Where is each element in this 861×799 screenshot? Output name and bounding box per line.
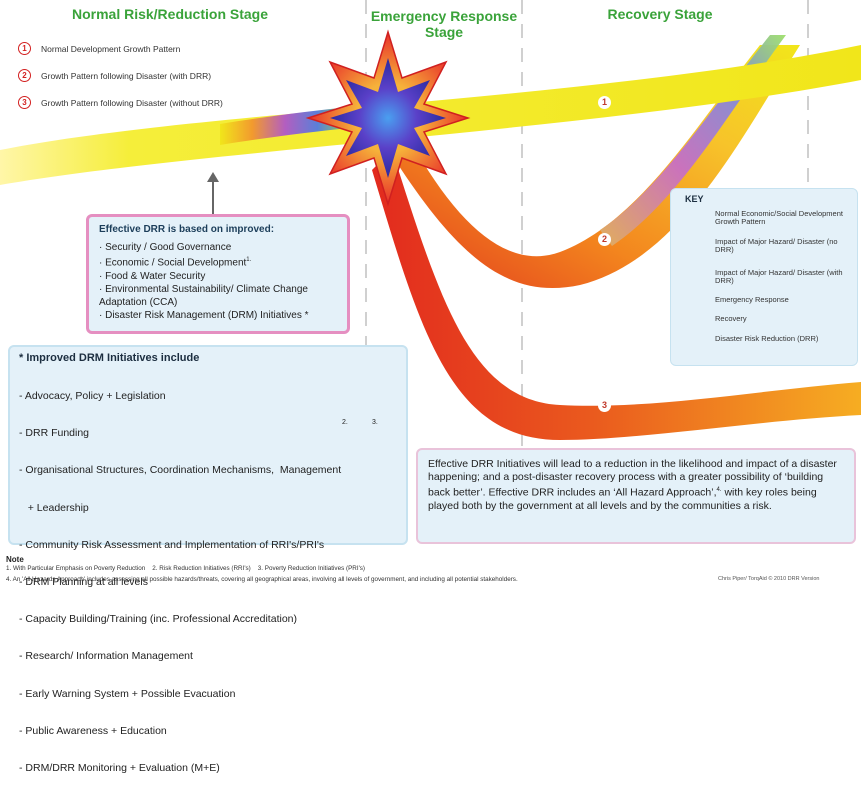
key-legend-box: KEY Normal Economic/Social Development G… [670, 188, 858, 366]
drm-item: - Capacity Building/Training (inc. Profe… [19, 613, 297, 626]
pattern-number-badge: 3 [18, 96, 31, 109]
pattern-number-badge: 2 [18, 69, 31, 82]
key-title: KEY [685, 194, 704, 204]
improvement-arrowhead [207, 172, 219, 182]
drm-item: - Advocacy, Policy + Legislation [19, 390, 166, 402]
drm-initiatives-box: * Improved DRM Initiatives include - Adv… [8, 345, 408, 774]
key-label-star-drr: Impact of Major Hazard/ Disaster (with D… [715, 268, 843, 285]
summary-box: Effective DRR Initiatives will lead to a… [416, 448, 856, 544]
effective-drr-list: · Security / Good Governance · Economic … [99, 241, 337, 323]
disaster-star-inner [330, 58, 446, 178]
stage-title-normal: Normal Risk/Reduction Stage [71, 6, 269, 22]
drm-item: - Early Warning System + Possible Evacua… [19, 687, 236, 700]
pattern-number-badge: 1 [18, 42, 31, 55]
drm-item: - DRM/DRR Monitoring + Evaluation (M+E) [19, 762, 220, 775]
stage-title-recovery: Recovery Stage [607, 6, 713, 22]
credit-line: Chris Piper/ TorqAid © 2010 DRR Version [718, 576, 820, 582]
key-label-normal-growth: Normal Economic/Social Development Growt… [715, 209, 843, 226]
summary-text-part1: Effective DRR Initiatives will lead to a… [428, 458, 837, 499]
footnote-marker-rri: 2. [342, 419, 348, 426]
drm-item: - Community Risk Assessment and Implemen… [19, 538, 325, 551]
path-marker-3: 3 [598, 399, 611, 412]
key-label-recovery: Recovery [715, 314, 747, 323]
stage-title-emergency: Emergency Response Stage [370, 8, 518, 40]
pattern-label: Growth Pattern following Disaster (with … [41, 70, 212, 81]
growth-path-3-without-drr [372, 150, 861, 440]
notes-heading: Note [6, 555, 24, 564]
drm-item: - Public Awareness + Education [19, 724, 167, 737]
drm-item: + Leadership [19, 501, 89, 514]
effective-drr-box: Effective DRR is based on improved: · Se… [86, 214, 350, 334]
key-label-emergency: Emergency Response [715, 295, 789, 304]
path-marker-2: 2 [598, 233, 611, 246]
path-marker-1: 1 [598, 96, 611, 109]
effective-drr-item: · Economic / Social Development1. [99, 257, 252, 269]
drm-initiatives-title: * Improved DRM Initiatives include [19, 352, 200, 364]
effective-drr-item: · Food & Water Security [99, 270, 206, 282]
pattern-legend-item-1: 1 Normal Development Growth Pattern [18, 42, 180, 55]
notes-line-2: 4. An 'All Hazards Approach' includes as… [6, 576, 518, 583]
footnote-marker-pri: 3. [372, 419, 378, 426]
drm-item: - Research/ Information Management [19, 650, 193, 663]
effective-drr-item: · Disaster Risk Management (DRM) Initiat… [99, 310, 309, 322]
effective-drr-item: · Environmental Sustainability/ Climate … [99, 283, 308, 309]
notes-line-1: 1. With Particular Emphasis on Poverty R… [6, 565, 366, 572]
pattern-legend-item-2: 2 Growth Pattern following Disaster (wit… [18, 69, 211, 82]
pattern-label: Normal Development Growth Pattern [41, 43, 181, 54]
effective-drr-title: Effective DRR is based on improved: [99, 224, 275, 235]
key-label-drr: Disaster Risk Reduction (DRR) [715, 334, 819, 343]
summary-text-part2: with key roles being played both by the … [428, 486, 817, 512]
summary-footnote-marker: 4. [716, 487, 722, 493]
drm-item: - Organisational Structures, Coordinatio… [19, 464, 342, 477]
key-label-star-no-drr: Impact of Major Hazard/ Disaster (no DRR… [715, 237, 838, 254]
effective-drr-item: · Security / Good Governance [99, 242, 232, 253]
drm-item: - DRM Planning at all levels [19, 576, 148, 589]
drm-item: - DRR Funding [19, 427, 90, 440]
pattern-legend-item-3: 3 Growth Pattern following Disaster (wit… [18, 96, 223, 109]
pattern-label: Growth Pattern following Disaster (witho… [41, 97, 223, 108]
